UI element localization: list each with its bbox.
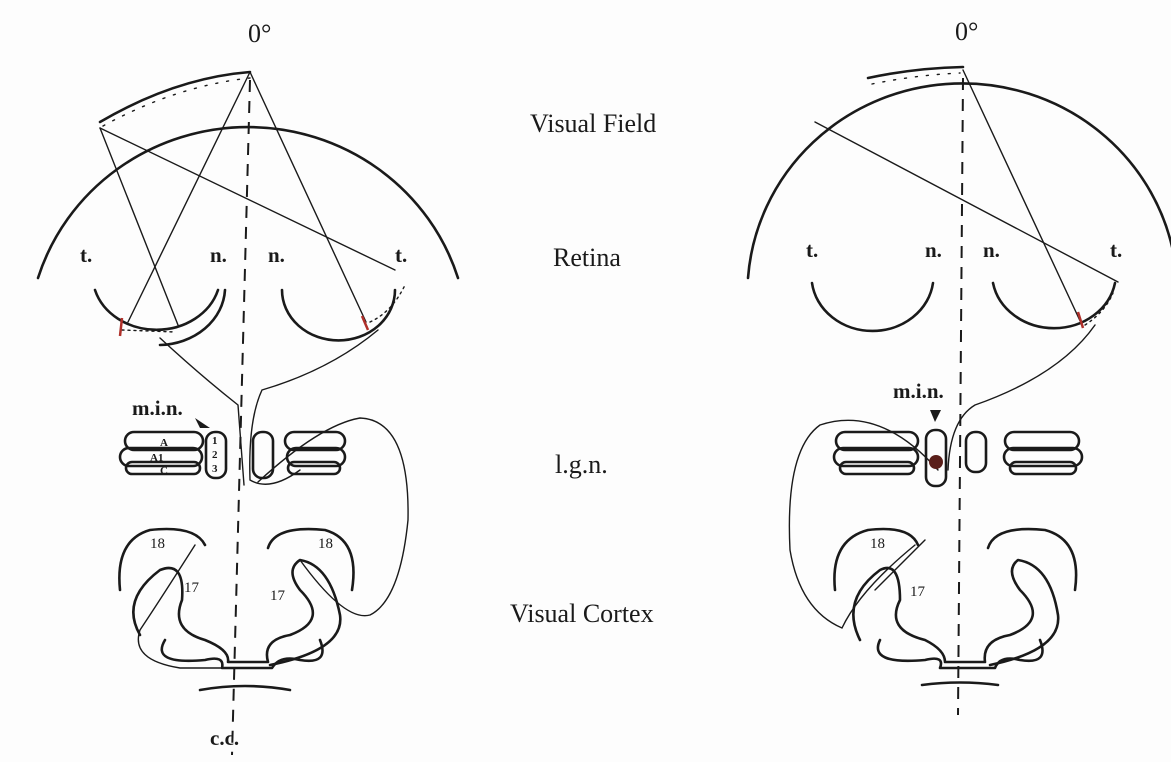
- left-midline: [232, 80, 250, 755]
- left-area-17-b: 17: [270, 588, 286, 604]
- left-min-layer-3: 3: [212, 463, 218, 475]
- right-midline: [958, 78, 963, 715]
- left-cortex-outer-right: [268, 529, 353, 590]
- left-retina-right-eye: [282, 290, 395, 340]
- right-retina-label-t1: t.: [806, 238, 818, 262]
- right-area-18: 18: [870, 536, 885, 552]
- right-cortex-folds: [853, 560, 1058, 665]
- left-ray-3: [128, 72, 250, 322]
- left-area-17-a: 17: [184, 580, 200, 596]
- left-area-18-a: 18: [150, 536, 165, 552]
- right-min-body-right: [966, 432, 986, 472]
- left-ray-1: [100, 128, 178, 325]
- right-retina-right-eye: [993, 283, 1115, 328]
- left-min-arrow: [195, 418, 210, 428]
- right-red-mark: [1078, 312, 1083, 328]
- label-retina: Retina: [553, 243, 621, 272]
- right-ray-1: [815, 122, 1118, 282]
- left-retina-left-eye: [95, 290, 218, 330]
- left-retina-label-n1: n.: [210, 243, 227, 267]
- label-lgn: l.g.n.: [555, 450, 608, 479]
- label-zero-left: 0°: [248, 19, 271, 48]
- right-retina-label-t2: t.: [1110, 238, 1122, 262]
- left-diagram: [38, 72, 458, 755]
- right-corpus-callosum: [922, 683, 998, 686]
- left-retina-label-t2: t.: [395, 243, 407, 267]
- right-retina-label-n2: n.: [983, 238, 1000, 262]
- right-area-17: 17: [910, 584, 926, 600]
- left-area-18-b: 18: [318, 536, 333, 552]
- right-cortex-inner: [878, 640, 1043, 668]
- right-retina-label-n1: n.: [925, 238, 942, 262]
- label-zero-right: 0°: [955, 17, 978, 46]
- right-retina-left-eye: [812, 283, 933, 331]
- left-red-mark-2: [362, 316, 368, 330]
- left-corpus-callosum: [200, 686, 290, 690]
- left-ray-4: [250, 72, 366, 322]
- right-cortex-outer-right: [988, 529, 1076, 590]
- right-lgn-right-layer-3: [1010, 462, 1076, 474]
- label-cc: c.c.: [210, 726, 239, 750]
- left-min-layer-2: 2: [212, 449, 218, 461]
- left-retina-label-t1: t.: [80, 243, 92, 267]
- label-visual-field: Visual Field: [530, 109, 656, 138]
- label-visual-cortex: Visual Cortex: [510, 599, 654, 628]
- left-cortex-inner: [162, 640, 323, 668]
- left-lgn-layer-label-c: C: [160, 465, 168, 477]
- left-stimulus-dots: [103, 78, 250, 126]
- left-stimulus-bar: [100, 72, 250, 122]
- left-lgn-layer-label-a1: A1: [150, 452, 163, 464]
- right-min-arrow: [930, 410, 941, 422]
- left-lgn-layer-label-a: A: [160, 437, 168, 449]
- right-lgn-layer-3: [840, 462, 914, 474]
- right-min-activation: [929, 455, 943, 469]
- right-diagram: [748, 67, 1171, 715]
- left-min-layer-1: 1: [212, 435, 218, 447]
- right-min-label: m.i.n.: [893, 379, 944, 403]
- left-min-label: m.i.n.: [132, 396, 183, 420]
- left-cortex-fiber: [138, 545, 260, 668]
- left-retina-label-n2: n.: [268, 243, 285, 267]
- left-cortex-folds: [133, 560, 340, 665]
